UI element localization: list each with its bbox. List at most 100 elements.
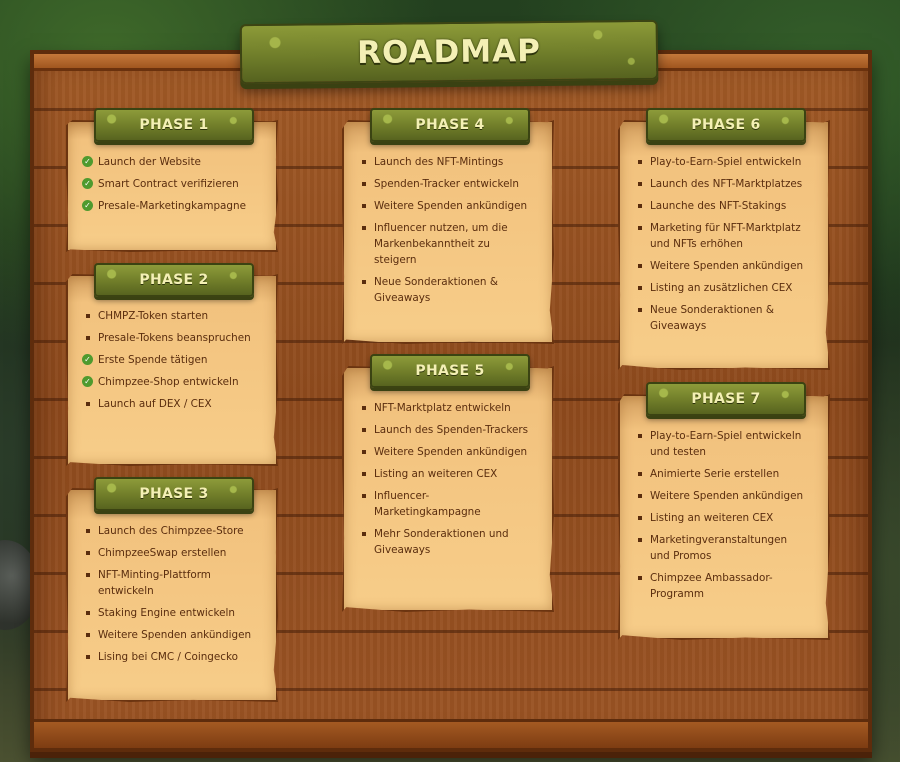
list-item-text: Presale-Tokens beanspruchen (98, 332, 251, 344)
list-item-text: Animierte Serie erstellen (650, 468, 780, 480)
square-bullet-icon (638, 472, 642, 476)
list-item: Chimpzee Ambassador-Programm (636, 570, 806, 602)
list-item-text: Listing an weiteren CEX (650, 512, 774, 524)
list-item-text: Weitere Spenden ankündigen (374, 200, 528, 212)
list-item: Marketingveranstaltungen und Promos (636, 532, 806, 564)
square-bullet-icon (638, 264, 642, 268)
list-item-text: NFT-Minting-Plattform entwickeln (98, 569, 211, 597)
list-item-text: Launch des NFT-Mintings (374, 156, 504, 168)
check-circle-icon: ✓ (82, 376, 93, 387)
list-item-text: NFT-Marktplatz entwickeln (374, 402, 511, 414)
list-item-text: Weitere Spenden ankündigen (374, 446, 528, 458)
square-bullet-icon (86, 529, 90, 533)
square-bullet-icon (362, 226, 366, 230)
square-bullet-icon (86, 655, 90, 659)
square-bullet-icon (86, 573, 90, 577)
list-item: Influencer-Marketingkampagne (360, 488, 530, 520)
check-circle-icon: ✓ (82, 156, 93, 167)
list-item: ✓Erste Spende tätigen (82, 352, 254, 368)
list-item-text: Marketingveranstaltungen und Promos (650, 534, 788, 562)
list-item: ✓ Smart Contract verifizieren (82, 176, 254, 192)
list-item: Weitere Spenden ankündigen (84, 627, 254, 643)
list-item: ChimpzeeSwap erstellen (84, 545, 254, 561)
check-circle-icon: ✓ (82, 200, 93, 211)
phase-5-card (342, 366, 554, 612)
list-item-text: Weitere Spenden ankündigen (650, 490, 804, 502)
list-item: ✓ Presale-Marketingkampagne (82, 198, 254, 214)
list-item: Play-to-Earn-Spiel entwickeln und testen (636, 428, 806, 460)
list-item-text: Weitere Spenden ankündigen (650, 260, 804, 272)
check-circle-icon: ✓ (82, 178, 93, 189)
list-item: Mehr Sonderaktionen und Giveaways (360, 526, 530, 558)
list-item-text: Presale-Marketingkampagne (98, 200, 246, 212)
list-item-text: Listing an weiteren CEX (374, 468, 498, 480)
list-item: Launche des NFT-Stakings (636, 198, 806, 214)
square-bullet-icon (638, 494, 642, 498)
phase-4-label: PHASE 4 (415, 117, 485, 133)
list-item-text: Chimpzee Ambassador-Programm (650, 572, 773, 600)
list-item-text: Play-to-Earn-Spiel entwickeln (650, 156, 802, 168)
list-item-text: Staking Engine entwickeln (98, 607, 236, 619)
square-bullet-icon (362, 406, 366, 410)
square-bullet-icon (638, 308, 642, 312)
square-bullet-icon (86, 633, 90, 637)
list-item-text: Influencer-Marketingkampagne (374, 490, 481, 518)
square-bullet-icon (362, 494, 366, 498)
square-bullet-icon (362, 182, 366, 186)
list-item: NFT-Minting-Plattform entwickeln (84, 567, 254, 599)
square-bullet-icon (362, 532, 366, 536)
phase-7-label: PHASE 7 (691, 391, 761, 407)
list-item-text: Lising bei CMC / Coingecko (98, 651, 239, 663)
phase-1-item-list: ✓Launch der Website✓Smart Contract verif… (82, 154, 254, 220)
list-item: Lising bei CMC / Coingecko (84, 649, 254, 665)
phase-2-card (66, 274, 278, 466)
list-item: Listing an zusätzlichen CEX (636, 280, 806, 296)
square-bullet-icon (638, 516, 642, 520)
square-bullet-icon (638, 226, 642, 230)
list-item: CHMPZ-Token starten (84, 308, 254, 324)
list-item: Launch des Spenden-Trackers (360, 422, 530, 438)
list-item: Weitere Spenden ankündigen (636, 258, 806, 274)
list-item-text: Listing an zusätzlichen CEX (650, 282, 793, 294)
list-item: ✓Launch der Website (82, 154, 254, 170)
phase-3-label: PHASE 3 (139, 486, 209, 502)
list-item: ✓ Chimpzee-Shop entwickeln (82, 374, 254, 390)
phase-3-badge: PHASE 3 (94, 477, 254, 511)
square-bullet-icon (362, 204, 366, 208)
square-bullet-icon (638, 576, 642, 580)
list-item-text: CHMPZ-Token starten (98, 310, 209, 322)
list-item-text: Chimpzee-Shop entwickeln (98, 376, 239, 388)
phase-6-badge: PHASE 6 (646, 108, 806, 142)
phase-5-badge: PHASE 5 (370, 354, 530, 388)
phase-2-label: PHASE 2 (139, 272, 209, 288)
list-item-text: Launch des Spenden-Trackers (374, 424, 529, 436)
list-item: Neue Sonderaktionen & Giveaways (636, 302, 806, 334)
square-bullet-icon (86, 551, 90, 555)
list-item-text: Smart Contract verifizieren (98, 178, 239, 190)
list-item: Launch des NFT-Marktplatzes (636, 176, 806, 192)
list-item-text: Marketing für NFT-Marktplatz und NFTs er… (650, 222, 801, 250)
phase-4-badge: PHASE 4 (370, 108, 530, 142)
square-bullet-icon (638, 434, 642, 438)
square-bullet-icon (362, 428, 366, 432)
list-item: Play-to-Earn-Spiel entwickeln (636, 154, 806, 170)
list-item: Weitere Spenden ankündigen (636, 488, 806, 504)
square-bullet-icon (362, 472, 366, 476)
list-item: Launch des NFT-Mintings (360, 154, 530, 170)
list-item-text: Neue Sonderaktionen & Giveaways (650, 304, 774, 332)
square-bullet-icon (362, 160, 366, 164)
list-item-text: Weitere Spenden ankündigen (98, 629, 252, 641)
list-item: Staking Engine entwickeln (84, 605, 254, 621)
list-item-text: Launch des Chimpzee-Store (98, 525, 244, 537)
list-item-text: Launch auf DEX / CEX (98, 398, 212, 410)
check-circle-icon: ✓ (82, 354, 93, 365)
list-item-text: Play-to-Earn-Spiel entwickeln und testen (650, 430, 802, 458)
list-item: NFT-Marktplatz entwickeln (360, 400, 530, 416)
square-bullet-icon (86, 336, 90, 340)
phase-3-card (66, 488, 278, 702)
phase-1-label: PHASE 1 (139, 117, 209, 133)
square-bullet-icon (638, 538, 642, 542)
